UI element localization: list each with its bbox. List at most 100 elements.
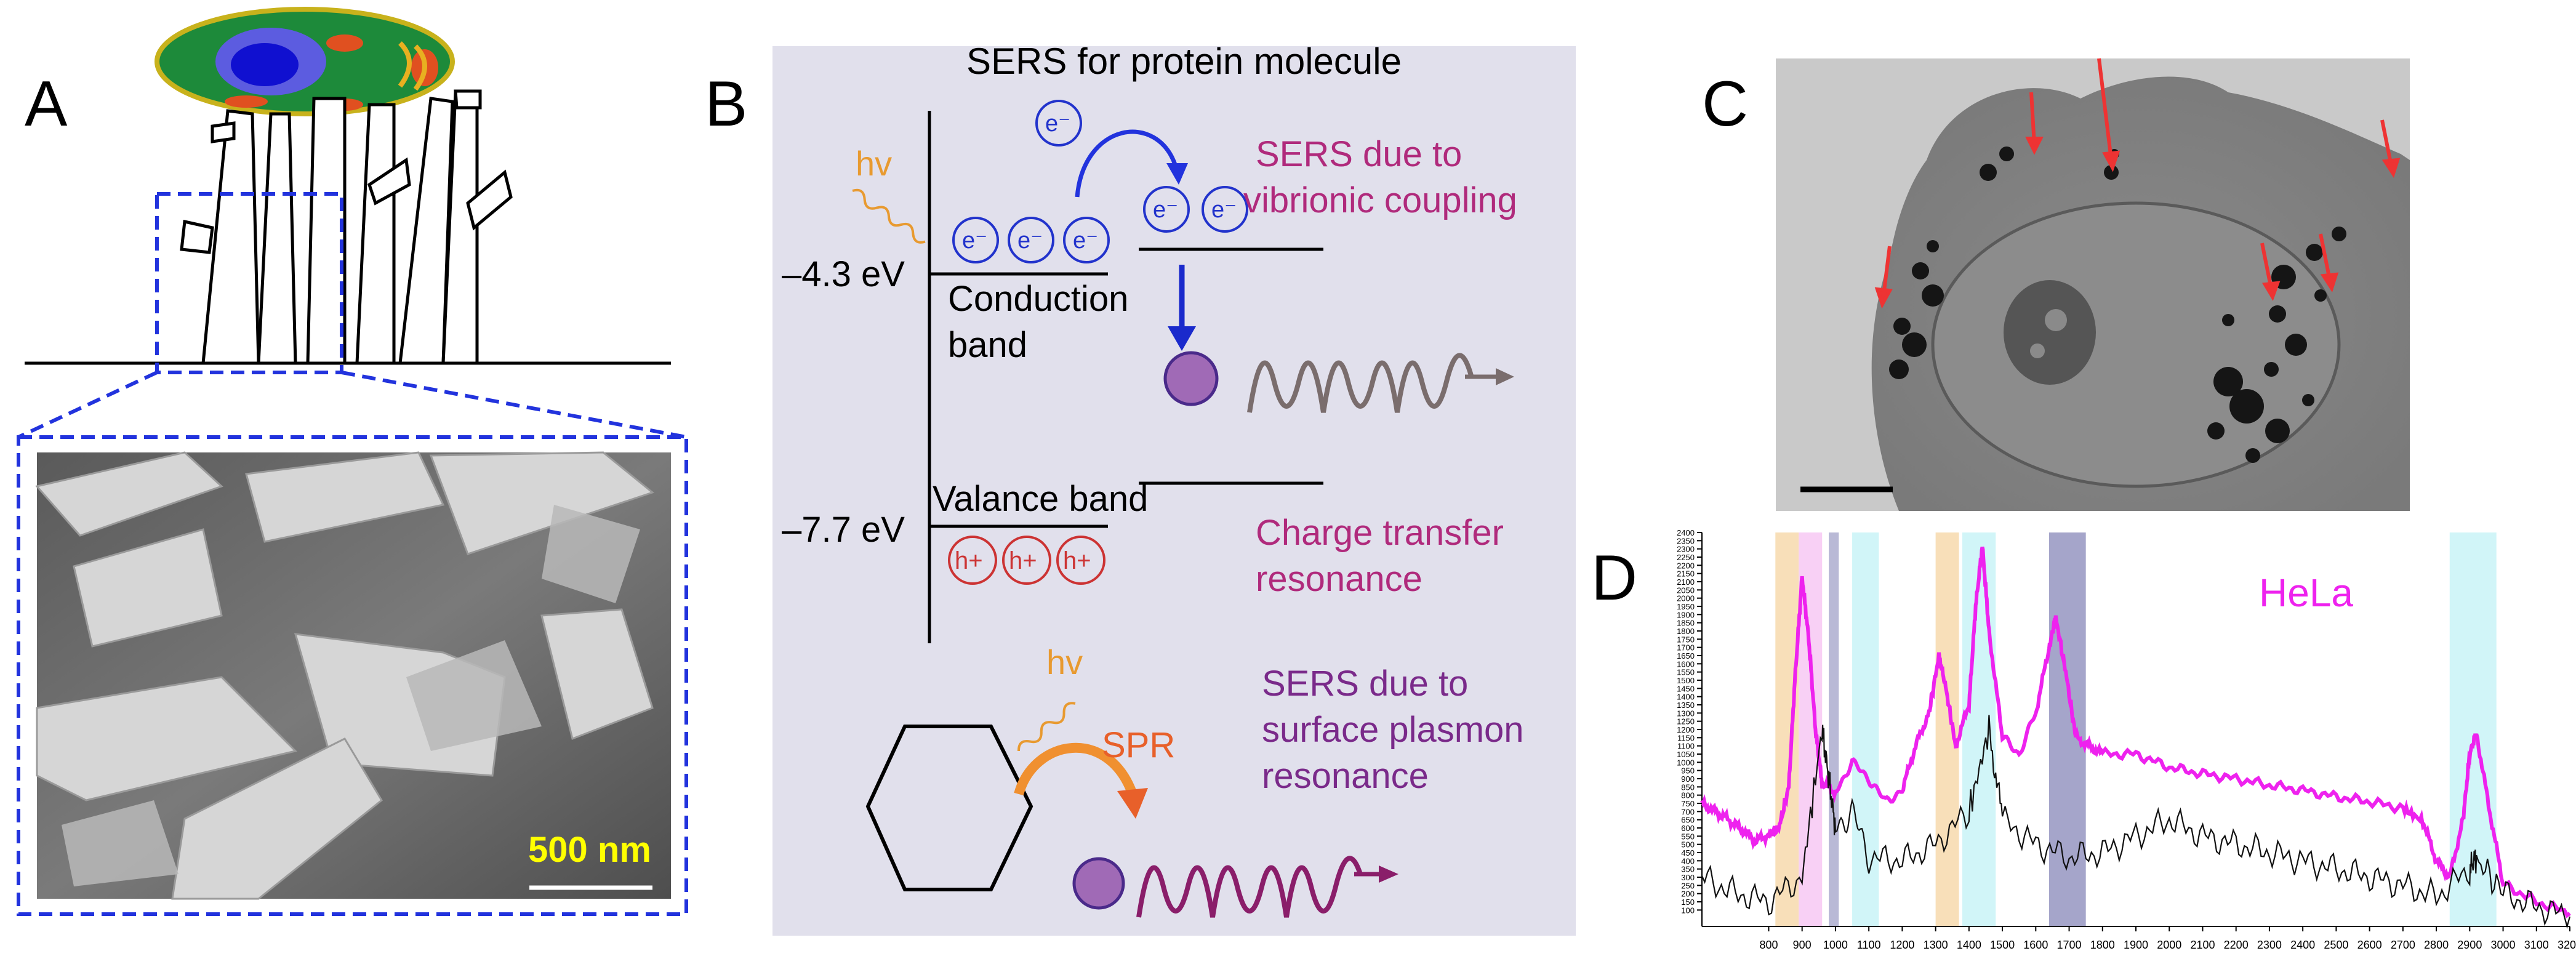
y-tick-label: 400 [1681,856,1695,866]
cell-illustration [154,7,455,116]
y-tick-label: 1200 [1677,725,1695,734]
y-tick-label: 2050 [1677,585,1695,595]
x-tick-label: 1700 [2057,939,2082,951]
highlight-band-1 [1799,532,1823,926]
nanoparticle-hexagon [865,725,1033,891]
y-tick-label: 1700 [1677,643,1695,653]
hole-2: h+ [1009,547,1037,574]
x-tick-label: 2700 [2391,939,2415,951]
x-tick-label: 1400 [1957,939,1981,951]
y-tick-label: 700 [1681,807,1695,816]
ct-line1: Charge transfer [1256,513,1504,553]
vibronic-line1: SERS due to [1256,134,1462,174]
y-tick-label: 100 [1681,906,1695,915]
y-tick-label: 1800 [1677,627,1695,636]
y-tick-label: 800 [1681,791,1695,800]
electron-2: e⁻ [1017,228,1043,254]
y-tick-label: 650 [1681,816,1695,825]
hv-bottom-label: hv [1046,643,1083,681]
y-tick-label: 500 [1681,840,1695,850]
x-tick-label: 1600 [2023,939,2048,951]
cb-label-line1: Conduction [948,279,1128,319]
y-tick-label: 2150 [1677,569,1695,579]
x-tick-label: 1500 [1990,939,2015,951]
y-tick-label: 600 [1681,824,1695,833]
y-tick-label: 1500 [1677,676,1695,685]
panel-b-title: SERS for protein molecule [966,41,1402,82]
x-tick-label: 3100 [2524,939,2549,951]
x-tick-label: 3200 [2558,939,2576,951]
vb-label: Valance band [933,479,1148,519]
y-tick-label: 150 [1681,898,1695,907]
cb-energy-label: –4.3 eV [782,254,905,294]
sem-rods [35,451,655,900]
electrons-conduction [952,100,1248,263]
y-tick-label: 2300 [1677,545,1695,554]
electron-4: e⁻ [1045,111,1070,137]
electron-5: e⁻ [1153,197,1178,223]
tem-nanoparticles [1889,147,2346,463]
y-tick-label: 1150 [1677,733,1695,742]
tem-nucleus [1931,201,2341,488]
y-tick-label: 200 [1681,890,1695,899]
hv-top-label: hv [856,144,892,183]
sem-image [37,452,671,899]
tem-nucleolus [2004,280,2096,385]
vb-energy-label: –7.7 eV [782,510,905,550]
y-tick-label: 850 [1681,782,1695,792]
y-tick-label: 2400 [1677,528,1695,537]
x-tick-label: 1900 [2124,939,2148,951]
x-tick-label: 2900 [2457,939,2482,951]
x-tick-label: 800 [1759,939,1778,951]
x-tick-label: 1200 [1890,939,1914,951]
y-tick-label: 1300 [1677,709,1695,718]
y-tick-label: 1400 [1677,693,1695,702]
highlight-band-2 [1829,532,1839,926]
y-tick-label: 1950 [1677,602,1695,611]
y-tick-label: 1550 [1677,668,1695,677]
y-tick-label: 550 [1681,832,1695,841]
spr-label: SPR [1102,725,1175,765]
tem-image [1776,58,2410,511]
panel-label-d: D [1591,542,1638,614]
highlight-band-7 [2449,532,2497,926]
molecule-bottom [1072,857,1125,910]
chart-legend: HeLa [2259,571,2353,615]
hole-3: h+ [1063,547,1091,574]
x-tick-label: 2000 [2157,939,2181,951]
y-tick-label: 1750 [1677,635,1695,644]
highlight-band-4 [1935,532,1959,926]
y-tick-label: 350 [1681,865,1695,874]
y-tick-label: 450 [1681,848,1695,858]
y-tick-label: 1350 [1677,701,1695,710]
molecule-top [1163,351,1219,406]
ct-line2: resonance [1256,559,1422,599]
chart-axes [1701,532,2570,927]
holes-valence [948,536,1105,585]
y-tick-label: 2000 [1677,594,1695,603]
panel-label-b: B [705,68,748,140]
y-tick-label: 250 [1681,881,1695,890]
y-tick-label: 1000 [1677,758,1695,767]
panel-label-c: C [1702,68,1749,140]
cb-label-line2: band [948,325,1027,365]
series-line-0 [1700,546,2571,918]
y-tick-label: 300 [1681,873,1695,882]
y-tick-label: 1900 [1677,610,1695,619]
y-tick-label: 750 [1681,799,1695,808]
tem-arrows [1874,58,2401,309]
plasmon-line2: surface plasmon [1262,710,1524,750]
y-tick-label: 1850 [1677,619,1695,628]
x-tick-label: 900 [1793,939,1812,951]
y-tick-label: 900 [1681,774,1695,784]
y-tick-label: 2250 [1677,553,1695,562]
highlight-band-6 [2049,532,2086,926]
electron-6: e⁻ [1211,197,1237,223]
nanorod-illustration [180,89,513,365]
panel-b-background [772,46,1576,936]
